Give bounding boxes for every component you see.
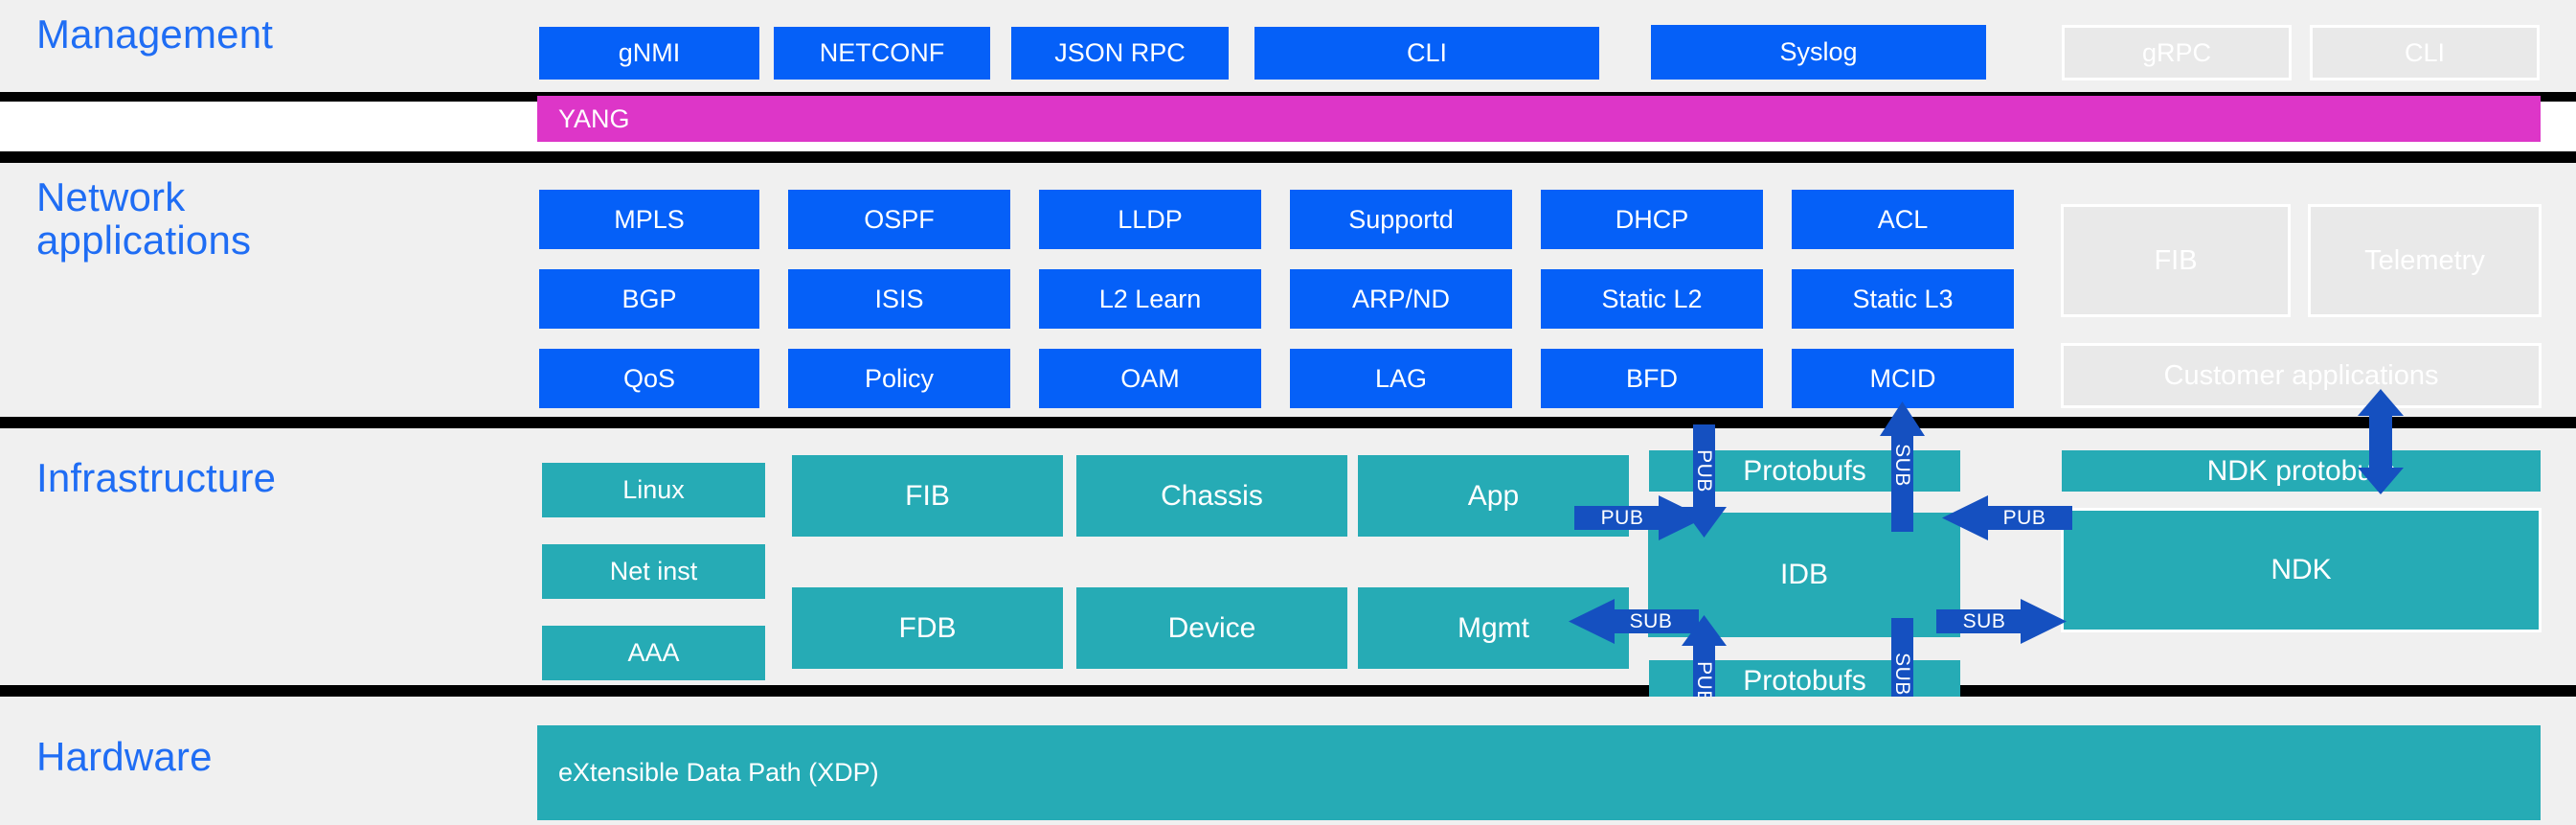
arrow-pub-right-horizontal xyxy=(1942,495,2072,540)
netapp-box-static-l3[interactable]: Static L3 xyxy=(1792,269,2014,329)
arrow-pub-top-vertical xyxy=(1682,424,1727,538)
management-bar-yang[interactable]: YANG xyxy=(537,96,2541,142)
network-apps-top-divider xyxy=(0,151,2576,163)
management-box-syslog[interactable]: Syslog xyxy=(1651,25,1986,80)
infra-box-aaa[interactable]: AAA xyxy=(542,626,765,680)
arrow-sub-left-horizontal xyxy=(1569,599,1699,644)
netapp-box-ospf[interactable]: OSPF xyxy=(788,190,1010,249)
arrow-ndk-double-vertical xyxy=(2358,389,2404,494)
layer-label-network-applications: Network applications xyxy=(36,174,252,263)
netapp-ghost-fib[interactable]: FIB xyxy=(2061,204,2291,317)
netapp-box-oam[interactable]: OAM xyxy=(1039,349,1261,408)
netapp-ghost-customer-applications[interactable]: Customer applications xyxy=(2061,343,2542,408)
infrastructure-bottom-divider xyxy=(0,685,2576,697)
infra-box-device[interactable]: Device xyxy=(1076,587,1347,669)
hardware-bar-xdp[interactable]: eXtensible Data Path (XDP) xyxy=(537,725,2541,820)
infra-box-net-inst[interactable]: Net inst xyxy=(542,544,765,599)
infra-box-ndk[interactable]: NDK xyxy=(2061,508,2542,632)
management-box-grpc[interactable]: gRPC xyxy=(2062,25,2292,80)
netapp-box-bfd[interactable]: BFD xyxy=(1541,349,1763,408)
netapp-box-qos[interactable]: QoS xyxy=(539,349,759,408)
infra-box-idb[interactable]: IDB xyxy=(1648,513,1960,637)
netapp-box-mcid[interactable]: MCID xyxy=(1792,349,2014,408)
netapp-box-acl[interactable]: ACL xyxy=(1792,190,2014,249)
management-box-gnmi[interactable]: gNMI xyxy=(539,27,759,80)
infra-box-linux[interactable]: Linux xyxy=(542,463,765,517)
netapp-box-static-l2[interactable]: Static L2 xyxy=(1541,269,1763,329)
infra-box-fib[interactable]: FIB xyxy=(792,455,1063,537)
infra-box-chassis[interactable]: Chassis xyxy=(1076,455,1347,537)
arrow-pub-bottom-vertical xyxy=(1682,615,1727,728)
netapp-box-policy[interactable]: Policy xyxy=(788,349,1010,408)
netapp-box-dhcp[interactable]: DHCP xyxy=(1541,190,1763,249)
infra-bar-ndk-protobufs[interactable]: NDK protobufs xyxy=(2062,450,2541,492)
netapp-ghost-telemetry[interactable]: Telemetry xyxy=(2308,204,2542,317)
management-box-json-rpc[interactable]: JSON RPC xyxy=(1011,27,1229,80)
management-box-cli[interactable]: CLI xyxy=(1254,27,1599,80)
netapp-box-l2-learn[interactable]: L2 Learn xyxy=(1039,269,1261,329)
infra-box-fdb[interactable]: FDB xyxy=(792,587,1063,669)
netapp-box-lldp[interactable]: LLDP xyxy=(1039,190,1261,249)
netapp-box-arp-nd[interactable]: ARP/ND xyxy=(1290,269,1512,329)
netapp-box-isis[interactable]: ISIS xyxy=(788,269,1010,329)
arrow-sub-top-vertical xyxy=(1880,401,1925,532)
netapp-box-mpls[interactable]: MPLS xyxy=(539,190,759,249)
network-apps-bottom-divider xyxy=(0,417,2576,428)
layer-label-infrastructure: Infrastructure xyxy=(36,455,277,500)
management-box-netconf[interactable]: NETCONF xyxy=(774,27,990,80)
arrow-sub-right-horizontal xyxy=(1936,599,2067,644)
layer-label-management: Management xyxy=(36,11,274,57)
netapp-box-supportd[interactable]: Supportd xyxy=(1290,190,1512,249)
netapp-box-bgp[interactable]: BGP xyxy=(539,269,759,329)
layer-label-hardware: Hardware xyxy=(36,734,213,779)
management-box-cli-ghost[interactable]: CLI xyxy=(2310,25,2540,80)
arrow-pub-left-horizontal xyxy=(1574,495,1705,540)
netapp-box-lag[interactable]: LAG xyxy=(1290,349,1512,408)
